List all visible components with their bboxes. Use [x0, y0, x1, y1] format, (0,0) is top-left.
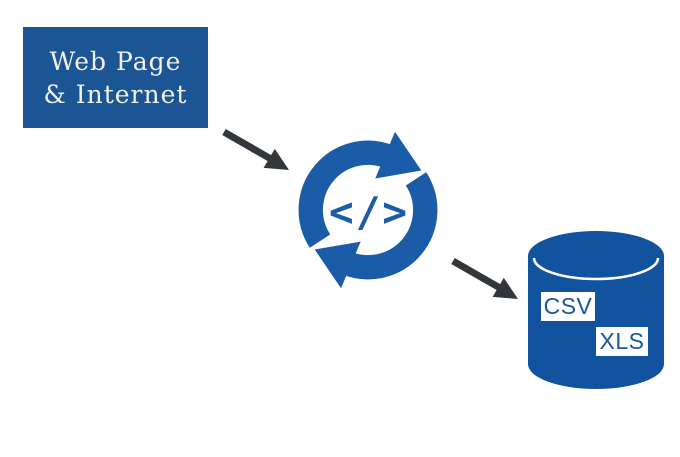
source-label-line1: Web Page: [49, 46, 182, 76]
csv-format-badge: CSV: [541, 292, 595, 321]
flow-arrow-icon-2: [451, 257, 518, 299]
xls-format-badge: XLS: [596, 327, 648, 356]
flow-arrow-icon-1: [222, 128, 289, 170]
sync-arrows-icon: </>: [298, 131, 438, 289]
web-page-internet-node: Web Page & Internet: [23, 27, 208, 128]
source-label-line2: & Internet: [43, 79, 188, 109]
database-node: CSV XLS: [528, 231, 664, 389]
code-icon: </>: [329, 188, 409, 236]
